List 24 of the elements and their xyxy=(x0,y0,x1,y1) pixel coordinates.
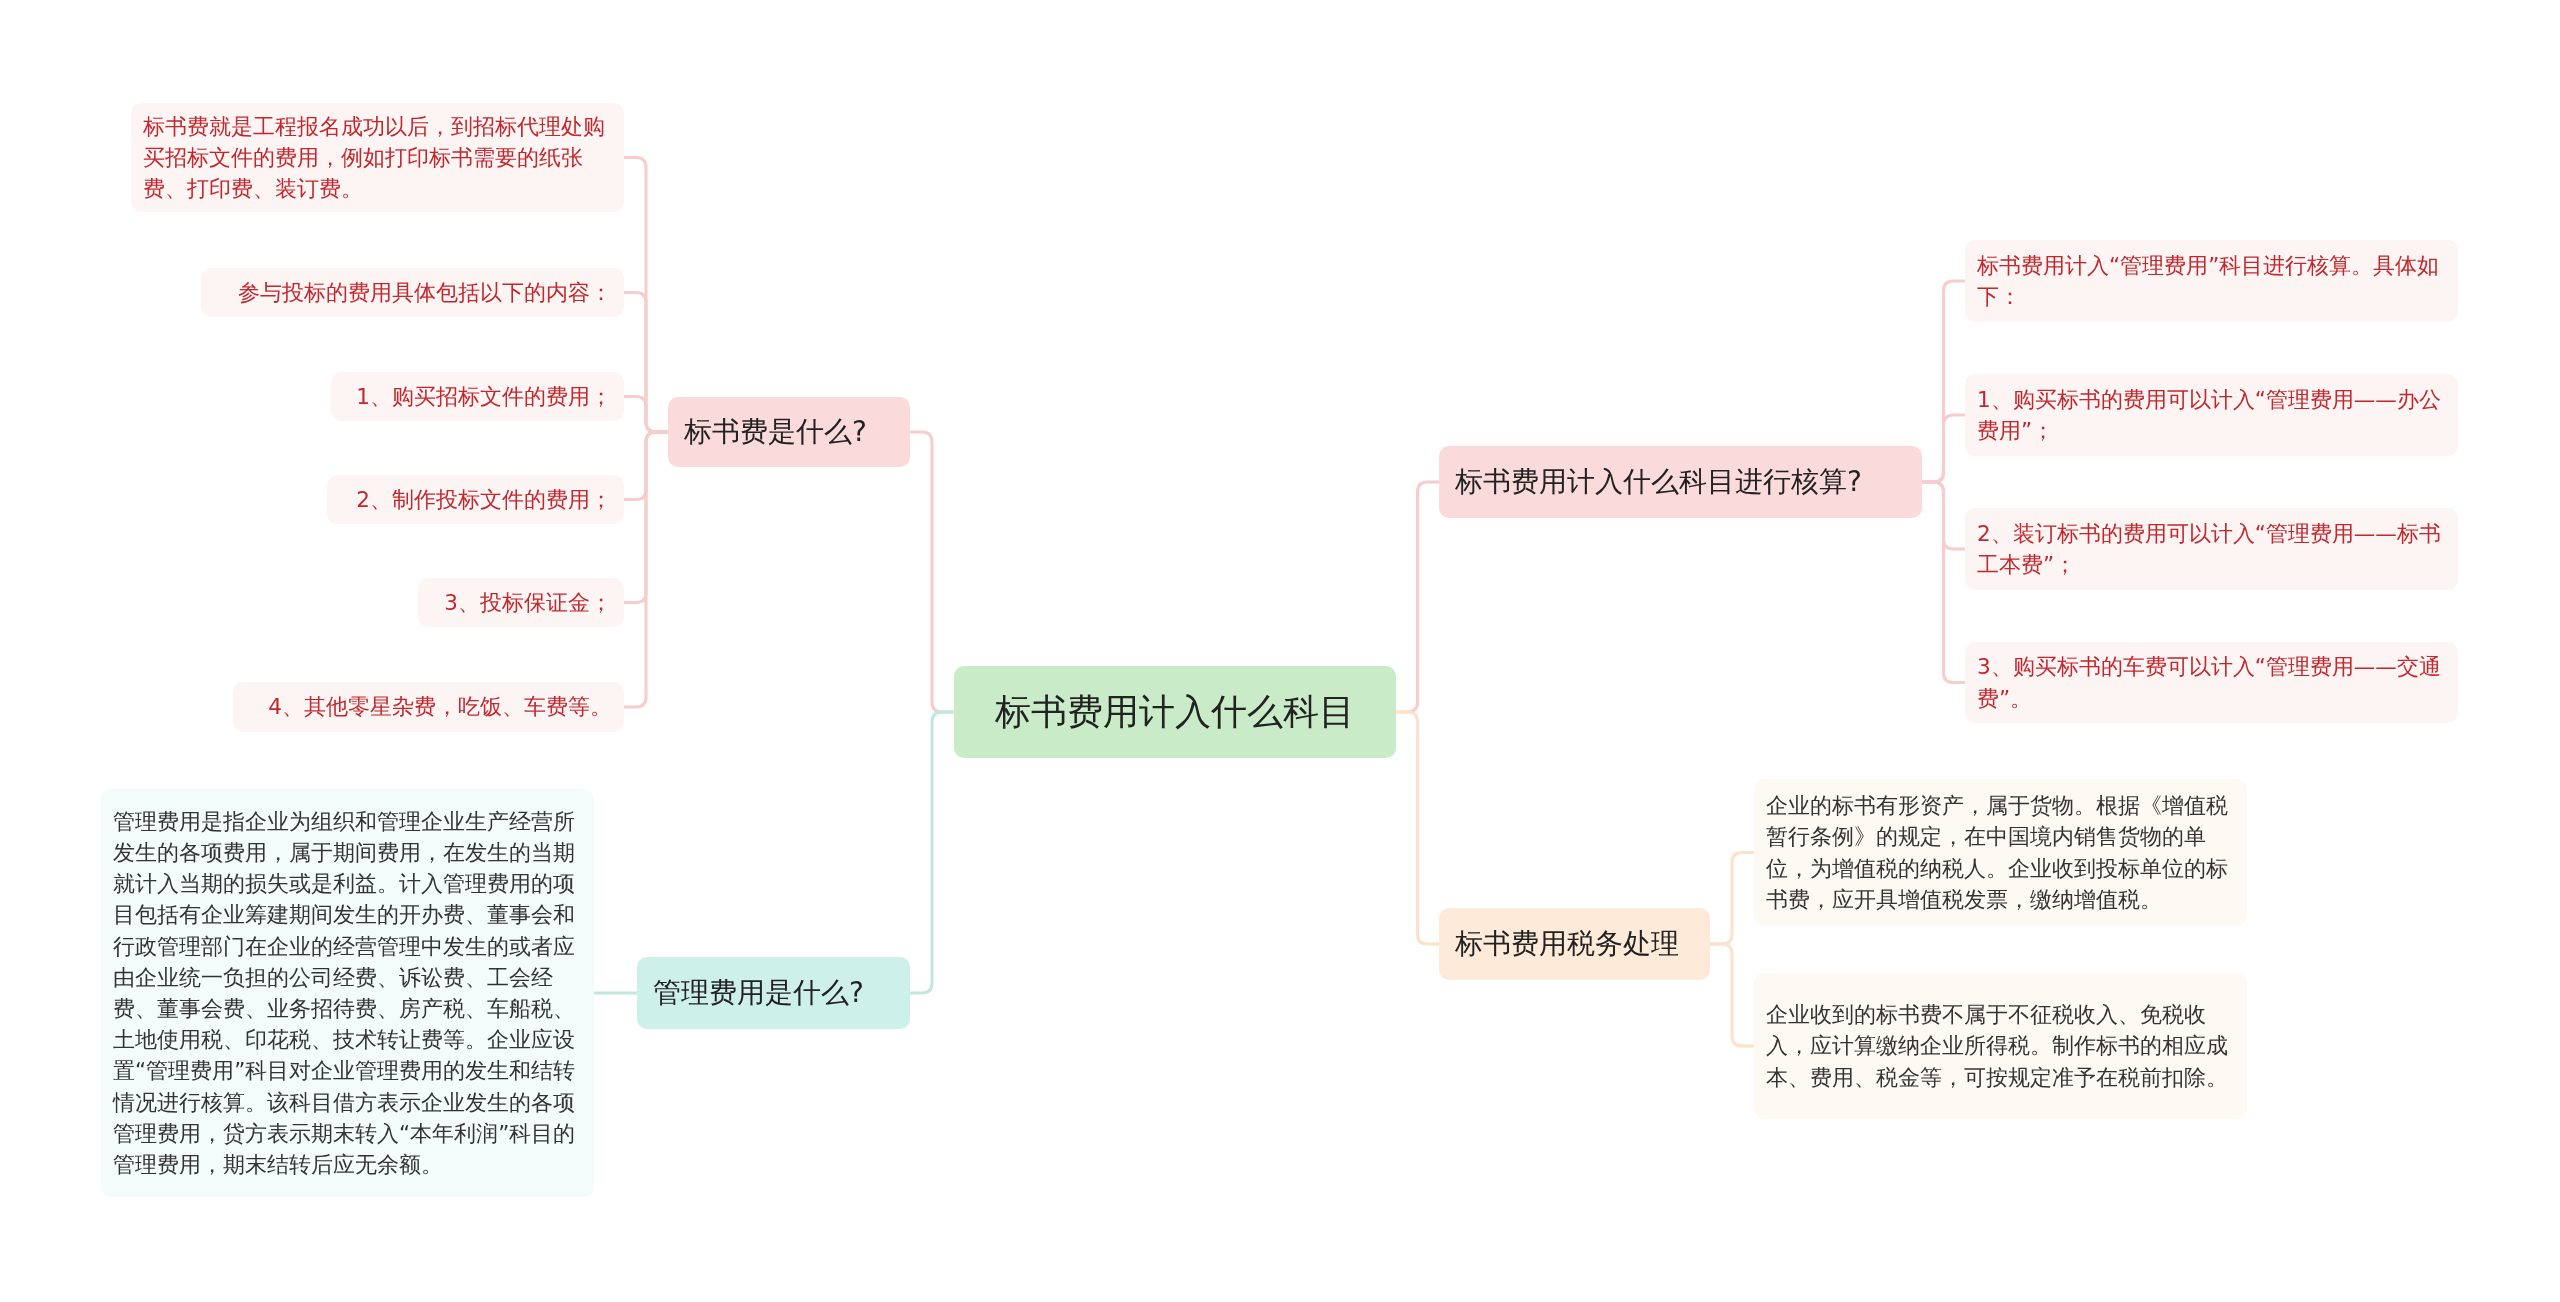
connector-line xyxy=(1396,710,1439,946)
central-topic-box: 标书费用计入什么科目 xyxy=(954,666,1396,758)
note-box: 1、购买招标文件的费用； xyxy=(331,372,624,421)
connector-line xyxy=(1922,480,1965,684)
note-box: 参与投标的费用具体包括以下的内容： xyxy=(201,268,624,317)
note-box: 标书费就是工程报名成功以后，到招标代理处购买招标文件的费用，例如打印标书需要的纸张费、打印费、装订费。 xyxy=(131,103,624,212)
note-box: 2、制作投标文件的费用； xyxy=(327,475,624,524)
note-box: 2、装订标书的费用可以计入“管理费用——标书工本费”； xyxy=(1965,508,2458,590)
note-box: 管理费用是指企业为组织和管理企业生产经营所发生的各项费用，属于期间费用，在发生的当期就计入当期的损失或是利益。计入管理费用的项目包括有企业筹建期间发生的开办费、董事会和行政管理部门在企业的经营管理中发生的或者应由企业统一负担的公司经费、诉讼费、工会经费、董事会费、业务招待费、房产税、车船税、土地使用税、印花税、技术转让费等。企业应设置“管理费用”科目对企业管理费用的发生和结转情况进行核算。该科目借方表示企业发生的各项管理费用，贷方表示期末转入“本年利润”科目的管理费用，期末结转后应无余额。 xyxy=(101,789,594,1197)
topic-box: 标书费用计入什么科目进行核算? xyxy=(1439,446,1922,518)
connector-line xyxy=(910,710,954,995)
note-box: 3、投标保证金； xyxy=(418,578,624,627)
note-box: 4、其他零星杂费，吃饭、车费等。 xyxy=(233,682,624,732)
topic-box: 标书费用税务处理 xyxy=(1439,908,1710,980)
connector-line xyxy=(1710,942,1754,1048)
note-box: 1、购买标书的费用可以计入“管理费用——办公费用”； xyxy=(1965,374,2458,456)
note-box: 标书费用计入“管理费用”科目进行核算。具体如下： xyxy=(1965,240,2458,322)
connector-line xyxy=(594,991,637,995)
topic-box: 标书费是什么? xyxy=(668,397,910,467)
note-box: 企业的标书有形资产，属于货物。根据《增值税暂行条例》的规定，在中国境内销售货物的单位，为增值税的纳税人。企业收到投标单位的标书费，应开具增值税发票，缴纳增值税。 xyxy=(1754,779,2247,926)
topic-box: 管理费用是什么? xyxy=(637,957,910,1029)
connector-line xyxy=(624,430,668,709)
note-box: 企业收到的标书费不属于不征税收入、免税收入，应计算缴纳企业所得税。制作标书的相应成本、费用、税金等，可按规定准予在税前扣除。 xyxy=(1754,973,2247,1119)
note-box: 3、购买标书的车费可以计入“管理费用——交通费”。 xyxy=(1965,642,2458,723)
